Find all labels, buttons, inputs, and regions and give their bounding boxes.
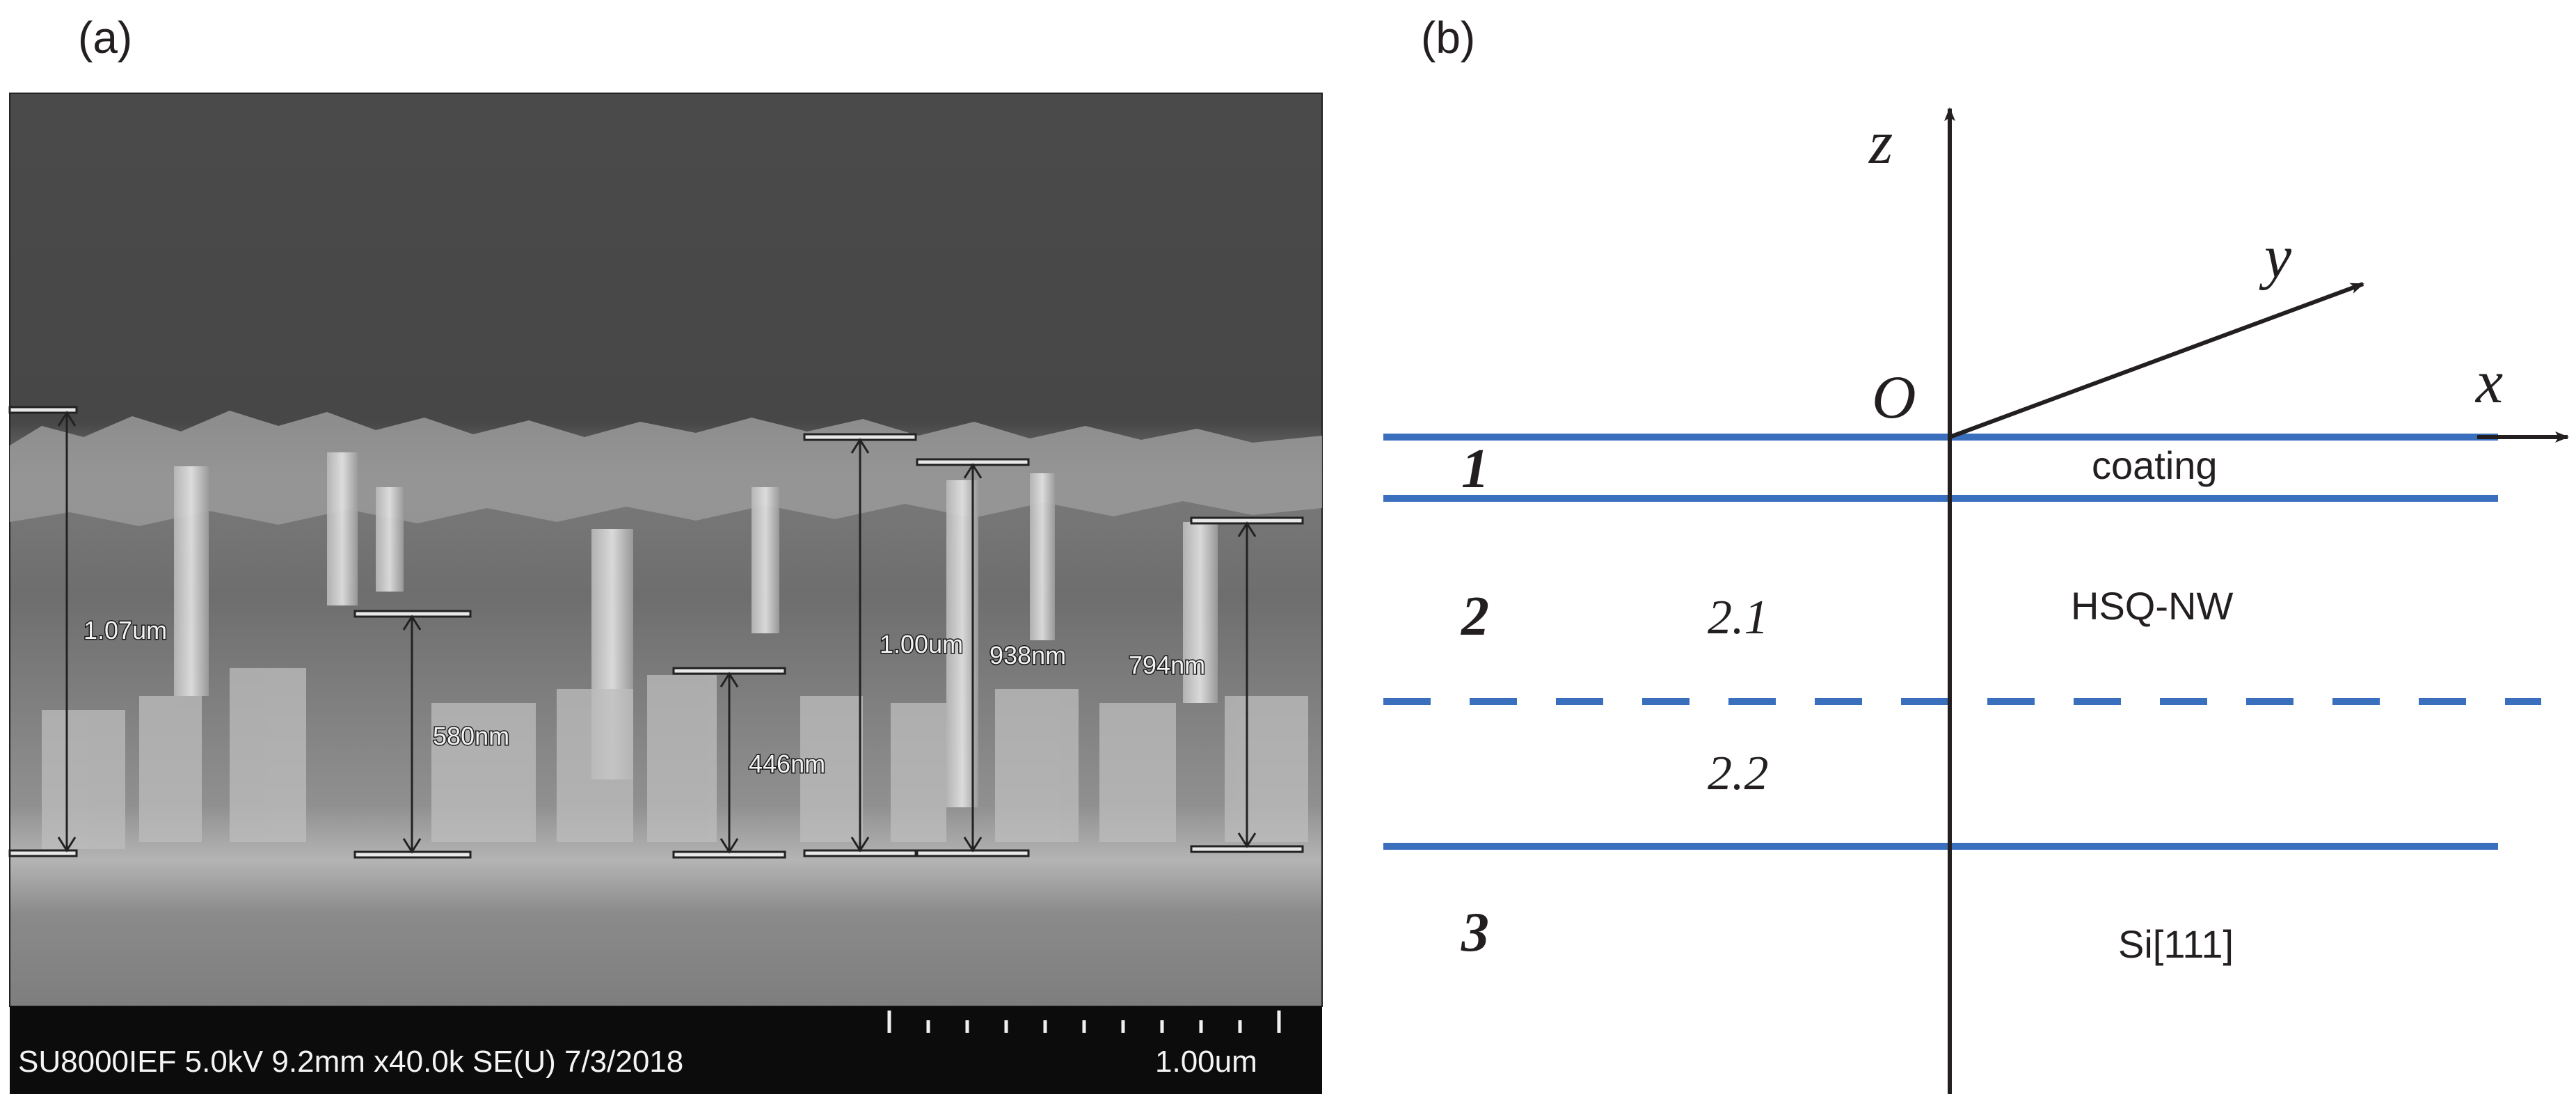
- y-axis-label: y: [2259, 223, 2292, 291]
- axes: [1944, 107, 2569, 1094]
- measure-label-4: 1.00um: [880, 630, 963, 658]
- x-axis-label: x: [2474, 349, 2503, 416]
- layer-2-name: HSQ-NW: [2071, 584, 2233, 628]
- measure-label-3: 446nm: [749, 750, 825, 778]
- measure-bar-6: [1190, 516, 1304, 853]
- sem-scale-label: 1.00um: [1155, 1045, 1257, 1079]
- measure-bar-3: [672, 667, 786, 859]
- sem-info-bar: SU8000IEF 5.0kV 9.2mm x40.0k SE(U) 7/3/2…: [10, 1006, 1322, 1094]
- z-axis-label: z: [1868, 109, 1893, 177]
- sem-rubble: [42, 668, 1308, 849]
- layer-3-number: 3: [1461, 902, 1489, 963]
- measure-label-1: 1.07um: [84, 616, 167, 644]
- sem-image: 1.07um 580nm 446nm 1.00um 938nm 794nm: [8, 93, 1323, 1094]
- interface-lines: [1383, 434, 2541, 850]
- layer-3-name: Si[111]: [2118, 922, 2234, 966]
- layer-1-number: 1: [1461, 438, 1489, 500]
- panel-a: (a): [8, 13, 1323, 1094]
- panel-a-label: (a): [78, 13, 132, 63]
- panel-b: (b) z y x O 1 2 3 2.1 2.2 coating HSQ-NW…: [1383, 13, 2569, 1094]
- measure-label-6: 794nm: [1129, 651, 1205, 679]
- scale-ticks: [887, 1011, 1281, 1033]
- layer-1-name: coating: [2092, 443, 2218, 487]
- measure-bar-1: [8, 406, 78, 857]
- sem-pillars: [174, 452, 1218, 807]
- measure-label-5: 938nm: [989, 641, 1066, 670]
- layer-2-number: 2: [1461, 586, 1489, 647]
- sublayer-2-2-number: 2.2: [1708, 747, 1769, 800]
- panel-b-label: (b): [1421, 13, 1475, 63]
- sublayer-2-1-number: 2.1: [1708, 591, 1769, 644]
- measure-bar-4: [803, 433, 917, 857]
- measure-bar-5: [916, 458, 1030, 857]
- sem-info-text: SU8000IEF 5.0kV 9.2mm x40.0k SE(U) 7/3/2…: [18, 1045, 683, 1079]
- measure-bar-2: [353, 610, 472, 859]
- origin-label: O: [1872, 364, 1916, 431]
- y-axis: [1948, 282, 2364, 439]
- measure-label-2: 580nm: [433, 722, 509, 750]
- measurement-markers: [8, 406, 1304, 859]
